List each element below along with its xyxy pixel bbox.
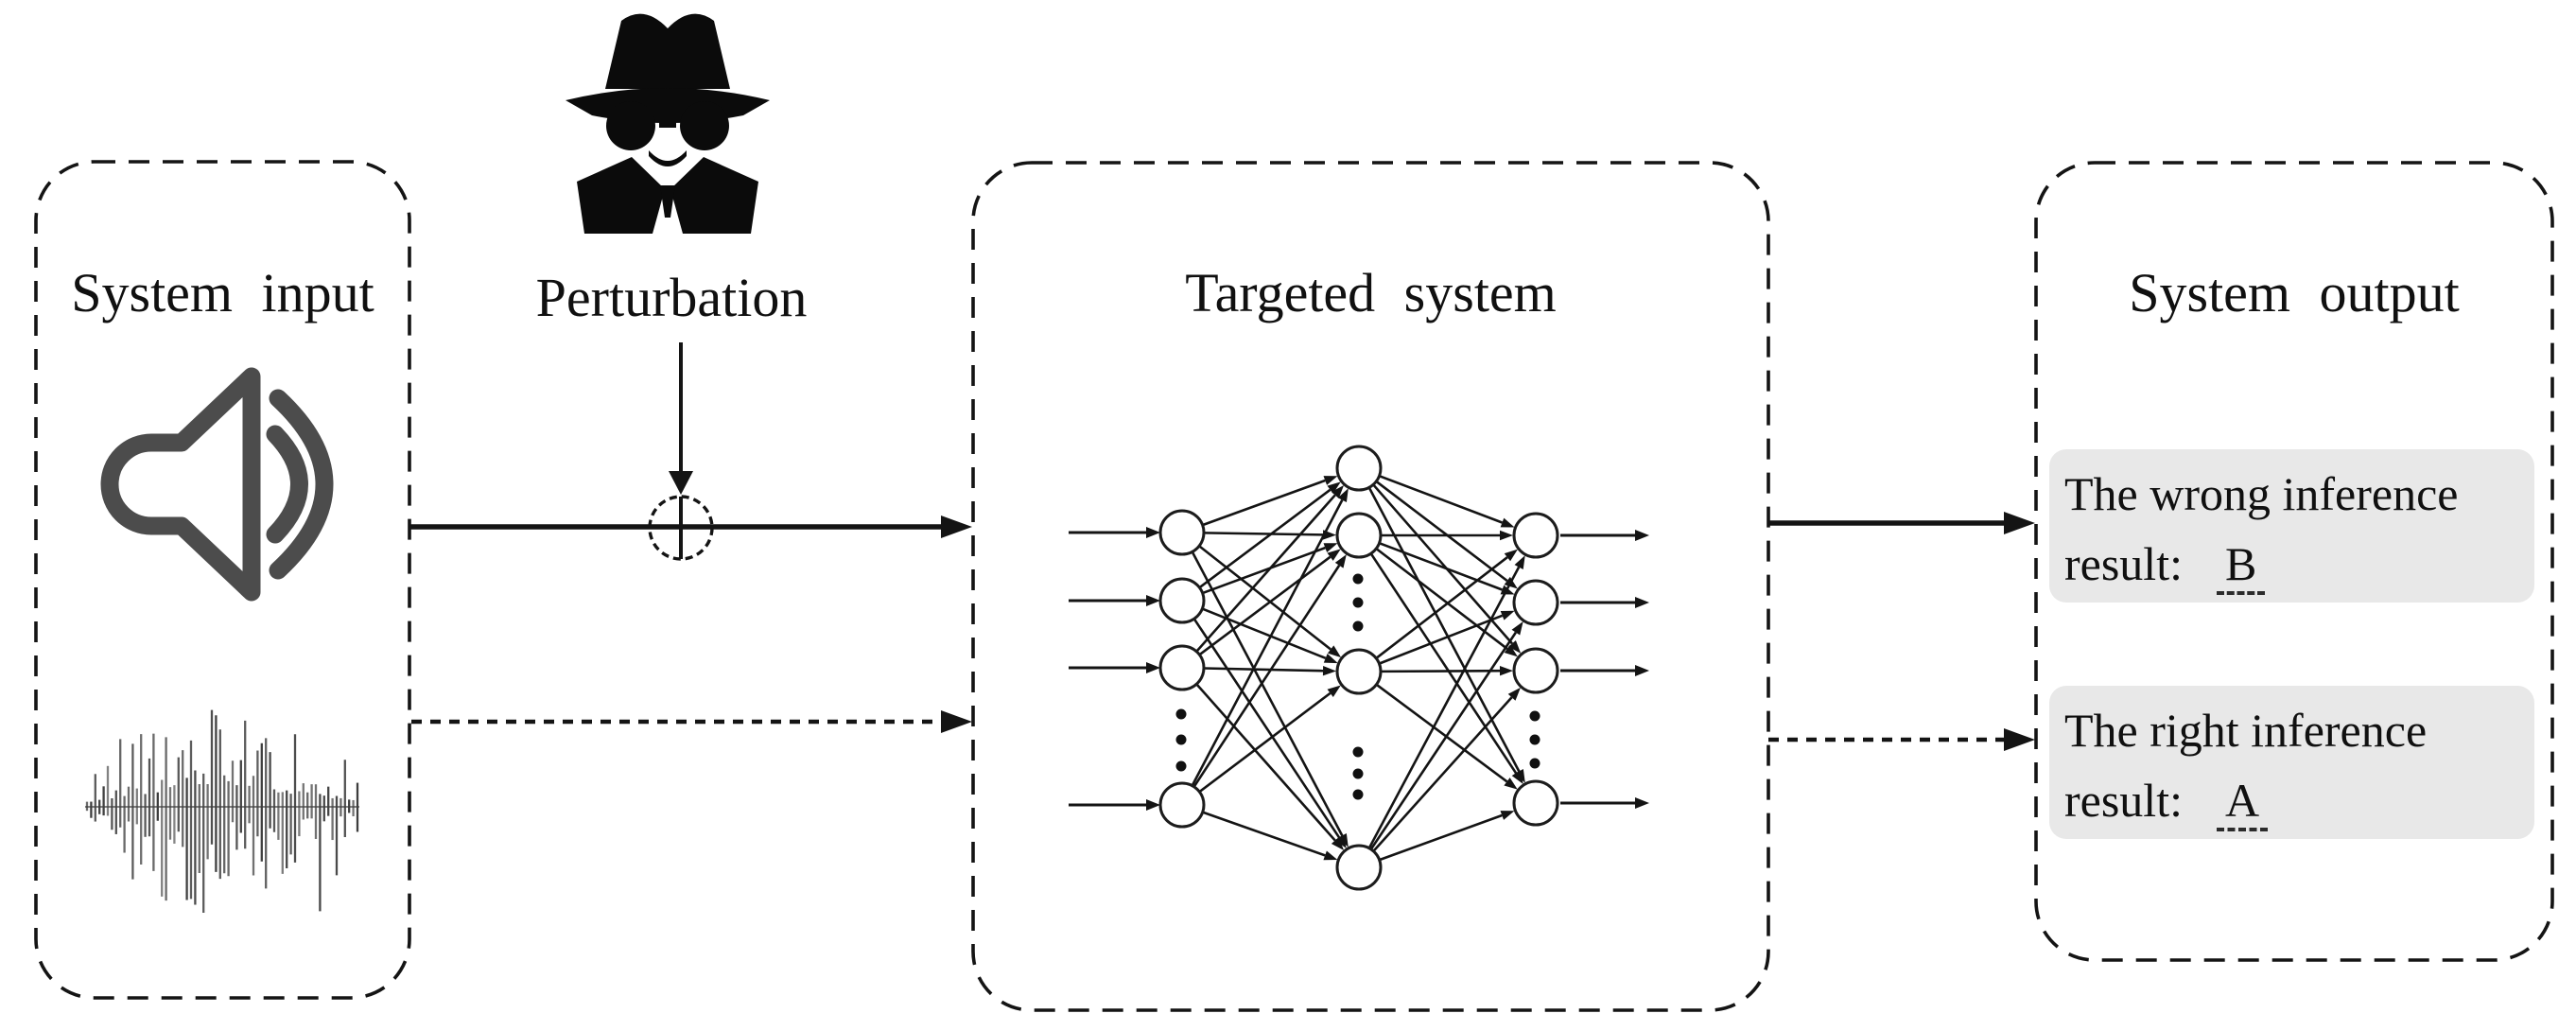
system-output-title: System output	[2129, 262, 2460, 323]
spy-icon	[566, 13, 770, 234]
system-output-box	[2034, 161, 2554, 962]
right-result-value: A	[2216, 773, 2269, 831]
right-result-line2: result: A	[2064, 765, 2521, 835]
wrong-output-arrow	[1768, 512, 2035, 534]
system-input-title: System input	[71, 262, 374, 323]
right-result-line1: The right inference	[2064, 704, 2428, 757]
perturbation-label: Perturbation	[535, 267, 808, 328]
perturbation-arrow	[669, 342, 693, 495]
right-output-arrow	[1768, 728, 2035, 751]
wrong-result-label: result:	[2064, 537, 2183, 590]
targeted-system-box	[971, 161, 1770, 1012]
wrong-result-line2: result: B	[2064, 529, 2521, 599]
right-result-label: result:	[2064, 774, 2183, 827]
wrong-result-value: B	[2216, 536, 2266, 595]
right-result-card: The right inference result: A	[2049, 686, 2534, 839]
neural-network-graphic	[1069, 445, 1649, 891]
speaker-icon	[100, 367, 334, 602]
wrong-result-line1: The wrong inference	[2064, 467, 2459, 520]
adversarial-input-arrow	[409, 516, 972, 538]
wrong-result-card: The wrong inference result: B	[2049, 449, 2534, 603]
waveform-graphic	[85, 709, 359, 914]
targeted-system-title: Targeted system	[1185, 262, 1557, 323]
clean-input-arrow	[411, 710, 972, 733]
